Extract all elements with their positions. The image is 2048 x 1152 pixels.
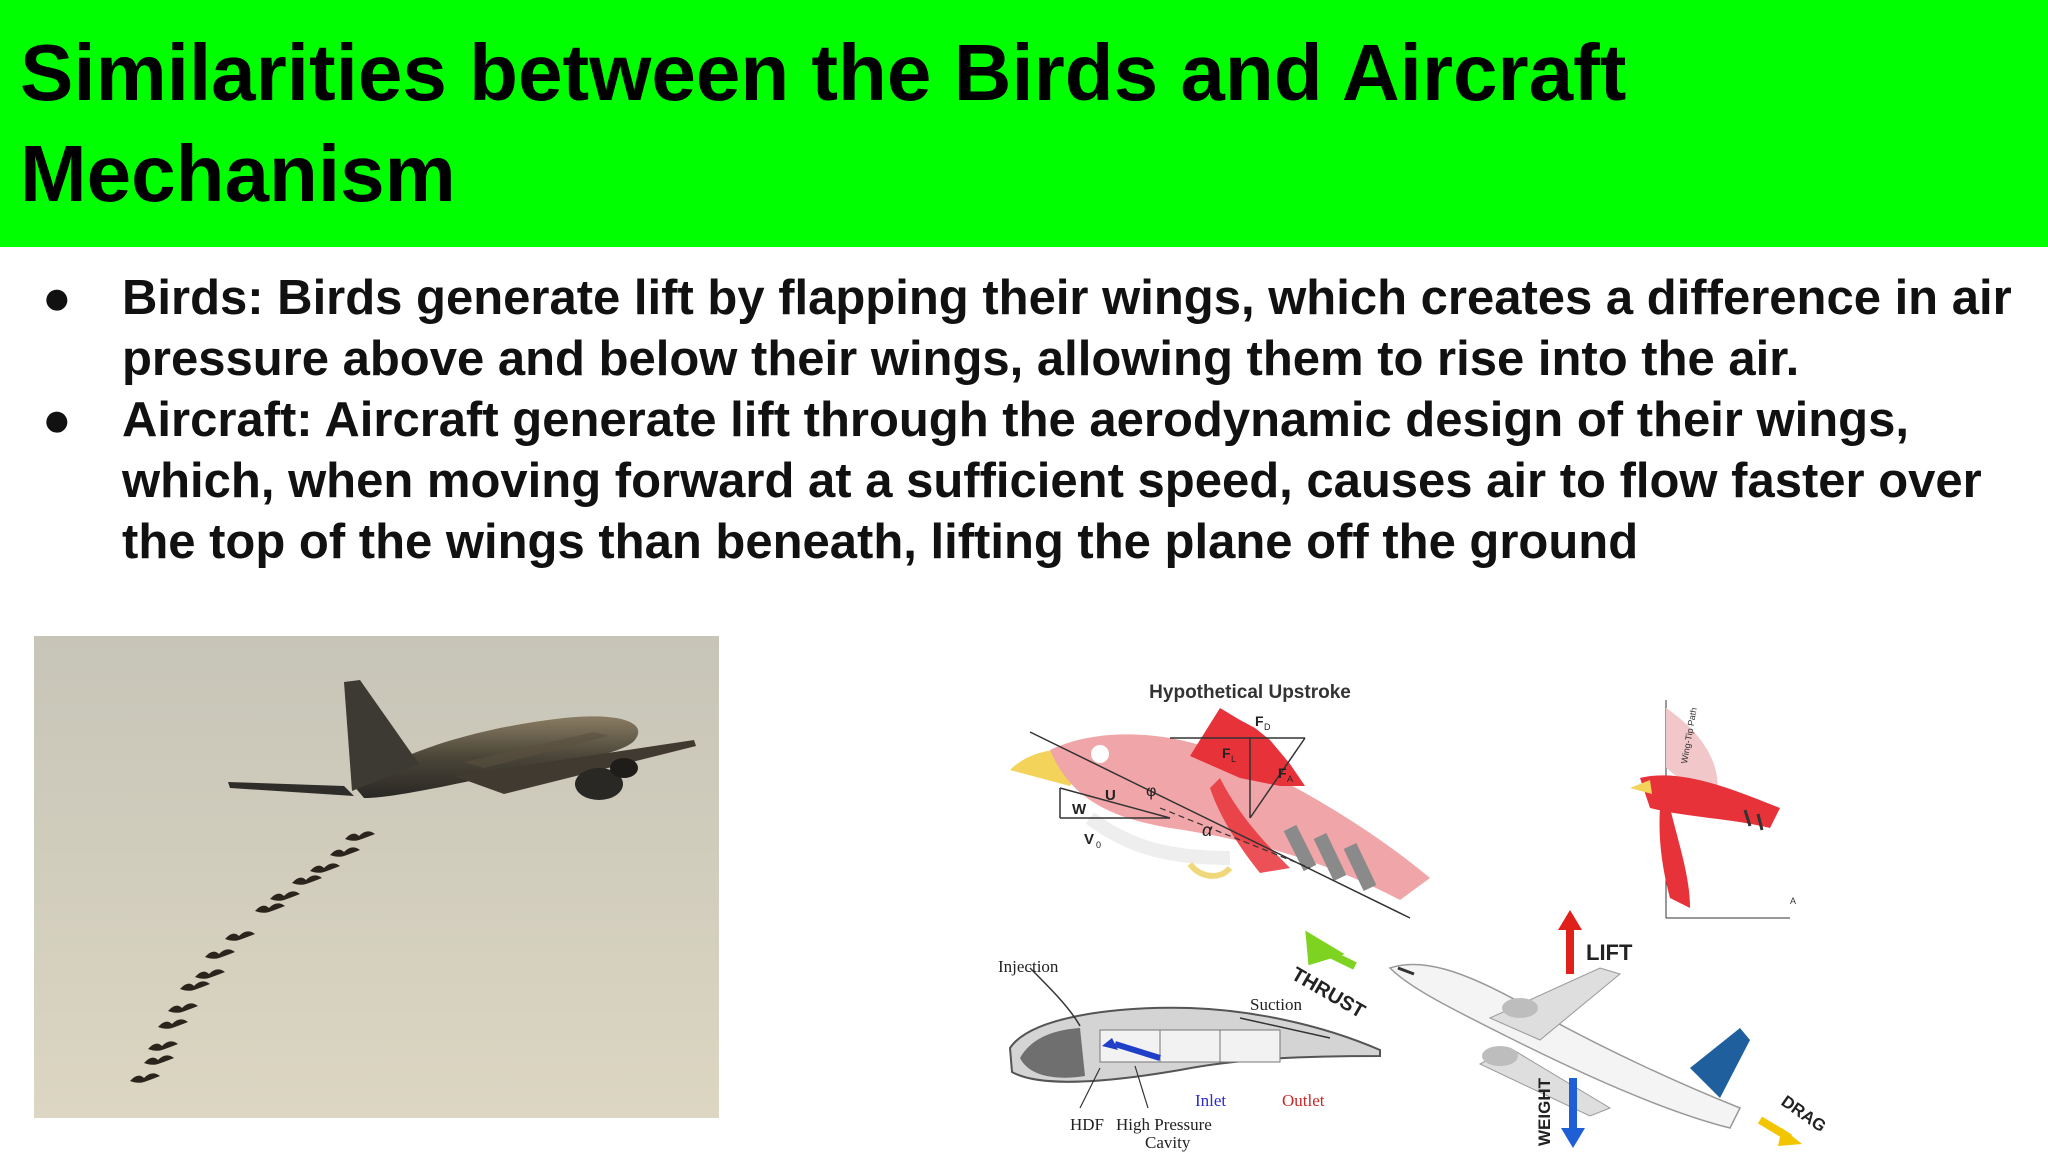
bird-silhouette (180, 981, 210, 991)
bird-silhouette (310, 863, 340, 873)
label-a: A (1790, 896, 1796, 906)
label-fd: F (1255, 713, 1264, 729)
label-inlet: Inlet (1195, 1091, 1226, 1110)
thrust-arrow (1305, 930, 1357, 970)
label-v0-sub: 0 (1096, 840, 1101, 850)
label-cavity: Cavity (1145, 1133, 1191, 1152)
label-fd-sub: D (1264, 722, 1271, 732)
airplane-silhouette (228, 680, 696, 800)
bird-silhouette (144, 1055, 174, 1065)
bird-silhouette (255, 903, 285, 913)
label-fa-sub: A (1287, 774, 1293, 784)
bird-flock (130, 831, 375, 1083)
airplane-birds-image (34, 636, 719, 1118)
label-alpha: α (1202, 820, 1213, 840)
bullet-aircraft: ● Aircraft: Aircraft generate lift throu… (40, 390, 2030, 573)
label-hdf: HDF (1070, 1115, 1104, 1134)
label-fl-sub: L (1231, 754, 1236, 764)
lift-arrow (1558, 910, 1582, 974)
bullet-text: Birds: Birds generate lift by flapping t… (122, 271, 2012, 386)
label-w: W (1072, 801, 1087, 818)
label-drag: DRAG (1778, 1092, 1830, 1136)
bird-silhouette (130, 1073, 160, 1083)
diagram-title: Hypothetical Upstroke (1149, 682, 1351, 703)
bullet-marker: ● (42, 393, 72, 447)
bird-silhouette (168, 1003, 198, 1013)
label-phi: φ (1146, 783, 1156, 800)
label-lift: LIFT (1586, 940, 1633, 965)
upstroke-bird-drawing (1010, 708, 1430, 919)
slide-title: Similarities between the Birds and Aircr… (20, 28, 1627, 218)
bird-silhouette (345, 831, 375, 841)
label-weight: WEIGHT (1535, 1077, 1554, 1146)
label-injection: Injection (998, 957, 1059, 976)
bird-silhouette (225, 931, 255, 941)
drag-arrow (1757, 1116, 1802, 1146)
label-fl: F (1222, 745, 1231, 761)
label-suction: Suction (1250, 995, 1302, 1014)
bird-silhouette (330, 847, 360, 857)
label-u: U (1105, 787, 1116, 804)
label-fa: F (1278, 765, 1287, 781)
bird-silhouette (205, 949, 235, 959)
bird-silhouette (292, 875, 322, 885)
weight-arrow (1561, 1078, 1585, 1148)
flight-diagram-svg: Hypothetical Upstroke F D F L F A (998, 682, 1830, 1152)
bullet-list: ● Birds: Birds generate lift by flapping… (40, 268, 2030, 573)
red-bird-drawing (1630, 700, 1790, 919)
bird-silhouette (148, 1041, 178, 1051)
bird-silhouette (195, 969, 225, 979)
label-high-pressure: High Pressure (1116, 1115, 1212, 1134)
bullet-marker: ● (42, 271, 72, 325)
airfoil-cross-section (1008, 967, 1381, 1109)
bird-silhouette (270, 891, 300, 901)
bird-silhouette (158, 1019, 188, 1029)
label-outlet: Outlet (1282, 1091, 1325, 1110)
airplane-birds-photo (34, 636, 719, 1118)
white-aircraft-drawing (1388, 963, 1750, 1129)
bullet-birds: ● Birds: Birds generate lift by flapping… (40, 268, 2030, 390)
title-banner: Similarities between the Birds and Aircr… (0, 0, 2048, 247)
label-v0: V (1084, 831, 1094, 848)
flight-mechanism-diagram: Hypothetical Upstroke F D F L F A (990, 668, 1840, 1152)
bullet-text: Aircraft: Aircraft generate lift through… (122, 393, 1982, 569)
